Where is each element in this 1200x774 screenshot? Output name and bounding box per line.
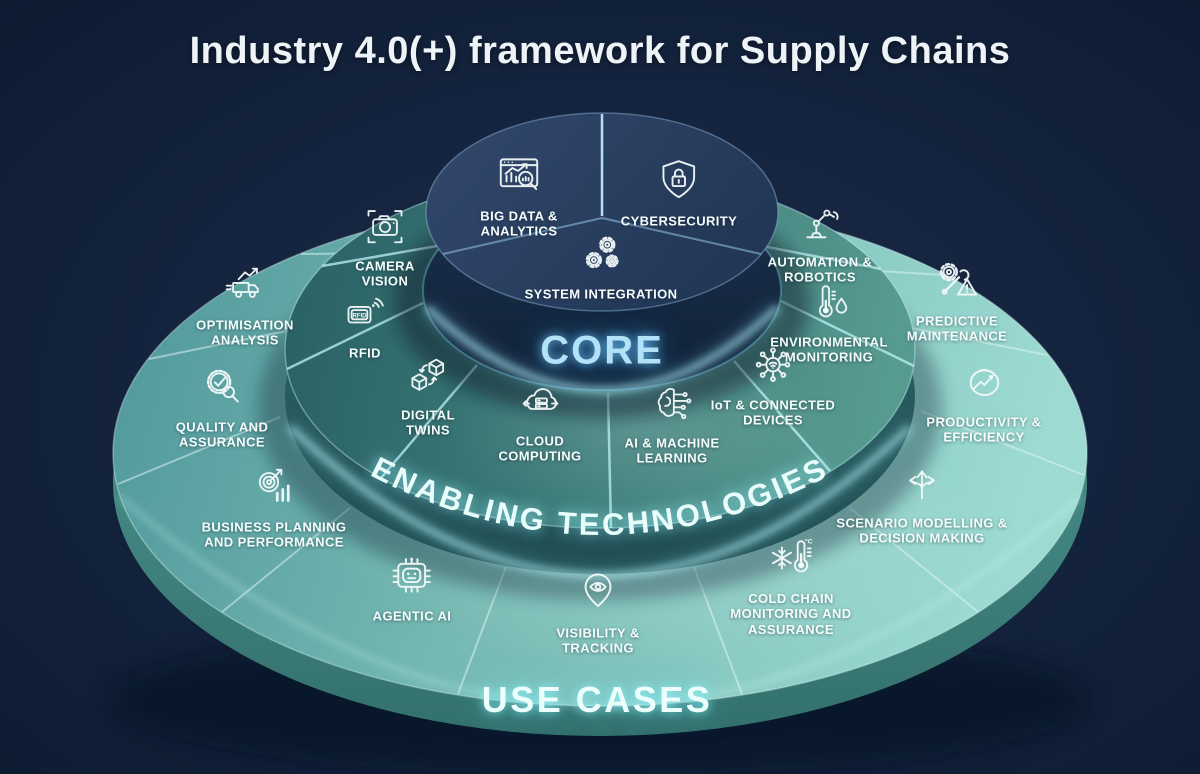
shield-lock-icon bbox=[656, 157, 702, 208]
rfid-tag-icon: RFID bbox=[341, 291, 389, 340]
robot-arm-icon bbox=[798, 201, 842, 250]
target-bars-icon bbox=[251, 466, 297, 515]
digital-twins-cubes-icon bbox=[406, 354, 450, 403]
segment-label: RFID bbox=[349, 345, 381, 361]
segment-label: IoT & CONNECTED DEVICES bbox=[710, 397, 836, 428]
celsius-icon-text: °C bbox=[805, 538, 813, 546]
segment-cybersecurity: CYBERSECURITY bbox=[621, 157, 737, 228]
segment-cloud-computing: CLOUD COMPUTING bbox=[493, 380, 588, 465]
segment-label: CLOUD COMPUTING bbox=[498, 433, 582, 464]
outer-ring-dividers bbox=[117, 252, 1085, 695]
gear-wrench-warning-icon bbox=[933, 258, 981, 309]
rfid-icon-text: RFID bbox=[353, 313, 368, 319]
segment-label: VISIBILITY & TRACKING bbox=[556, 625, 640, 656]
segment-label: QUALITY AND ASSURANCE bbox=[175, 419, 269, 450]
segment-agentic-ai: AGENTIC AI bbox=[373, 552, 452, 623]
segment-label: AUTOMATION & ROBOTICS bbox=[767, 254, 873, 285]
quality-badge-check-icon bbox=[199, 364, 245, 415]
segment-ai-machine-learning: AI & MACHINE LEARNING bbox=[617, 382, 727, 467]
page-title: Industry 4.0(+) framework for Supply Cha… bbox=[189, 30, 1011, 72]
segment-cold-chain-monitoring: °C COLD CHAIN MONITORING AND ASSURANCE bbox=[714, 535, 869, 637]
segment-business-planning-performance: BUSINESS PLANNING AND PERFORMANCE bbox=[187, 466, 362, 551]
segment-label: AI & MACHINE LEARNING bbox=[624, 435, 720, 466]
camera-vision-icon bbox=[363, 205, 407, 254]
segment-optimisation-analysis: OPTIMISATION ANALYSIS bbox=[185, 264, 305, 349]
segment-digital-twins: DIGITAL TWINS bbox=[393, 354, 463, 439]
segment-automation-robotics: AUTOMATION & ROBOTICS bbox=[765, 201, 875, 286]
iot-network-icon bbox=[750, 342, 796, 393]
segment-label: BIG DATA & ANALYTICS bbox=[480, 208, 558, 239]
segment-camera-vision: CAMERA VISION bbox=[345, 205, 425, 290]
core-disc bbox=[394, 112, 810, 417]
gears-icon bbox=[578, 230, 624, 281]
segment-predictive-maintenance: PREDICTIVE MAINTENANCE bbox=[895, 258, 1020, 345]
cloud-server-icon bbox=[517, 380, 563, 429]
location-pin-eye-icon bbox=[575, 570, 621, 621]
segment-label: SCENARIO MODELLING & DECISION MAKING bbox=[836, 515, 1008, 546]
core-dividers bbox=[442, 114, 762, 255]
truck-growth-arrow-icon bbox=[221, 264, 269, 313]
segment-label: BUSINESS PLANNING AND PERFORMANCE bbox=[201, 519, 347, 550]
tier-label-use-cases: USE CASES bbox=[481, 679, 713, 720]
segment-label: COLD CHAIN MONITORING AND ASSURANCE bbox=[730, 591, 852, 637]
segment-label: CYBERSECURITY bbox=[620, 213, 738, 229]
segment-big-data-analytics: BIG DATA & ANALYTICS bbox=[469, 153, 569, 240]
segment-label: AGENTIC AI bbox=[372, 608, 452, 624]
segment-iot-connected-devices: IoT & CONNECTED DEVICES bbox=[703, 342, 843, 429]
tier-label-core: CORE bbox=[540, 328, 664, 373]
segment-label: OPTIMISATION ANALYSIS bbox=[196, 317, 294, 348]
segment-productivity-efficiency: PRODUCTIVITY & EFFICIENCY bbox=[922, 361, 1047, 446]
segment-label: PRODUCTIVITY & EFFICIENCY bbox=[926, 414, 1042, 445]
segment-label: PREDICTIVE MAINTENANCE bbox=[906, 313, 1008, 344]
segment-label: DIGITAL TWINS bbox=[401, 407, 455, 438]
analytics-chart-icon bbox=[496, 153, 542, 204]
segment-label: CAMERA VISION bbox=[355, 258, 415, 289]
segment-scenario-modelling: SCENARIO MODELLING & DECISION MAKING bbox=[827, 462, 1017, 547]
segment-rfid: RFID RFID bbox=[341, 291, 389, 360]
branching-arrows-icon bbox=[899, 462, 945, 511]
gauge-trend-icon bbox=[960, 361, 1008, 410]
segment-label: SYSTEM INTEGRATION bbox=[524, 286, 678, 302]
snowflake-thermometer-icon: °C bbox=[766, 535, 816, 586]
segment-environmental-monitoring: ENVIRONMENTAL MONITORING bbox=[762, 281, 897, 366]
segment-label: ENVIRONMENTAL MONITORING bbox=[770, 334, 888, 365]
segment-visibility-tracking: VISIBILITY & TRACKING bbox=[548, 570, 648, 657]
segment-quality-and-assurance: QUALITY AND ASSURANCE bbox=[167, 364, 277, 451]
agentic-ai-chip-icon bbox=[389, 552, 435, 603]
thermometer-droplet-icon bbox=[807, 281, 851, 330]
segment-system-integration: SYSTEM INTEGRATION bbox=[525, 230, 678, 301]
ai-brain-circuit-icon bbox=[650, 382, 694, 431]
